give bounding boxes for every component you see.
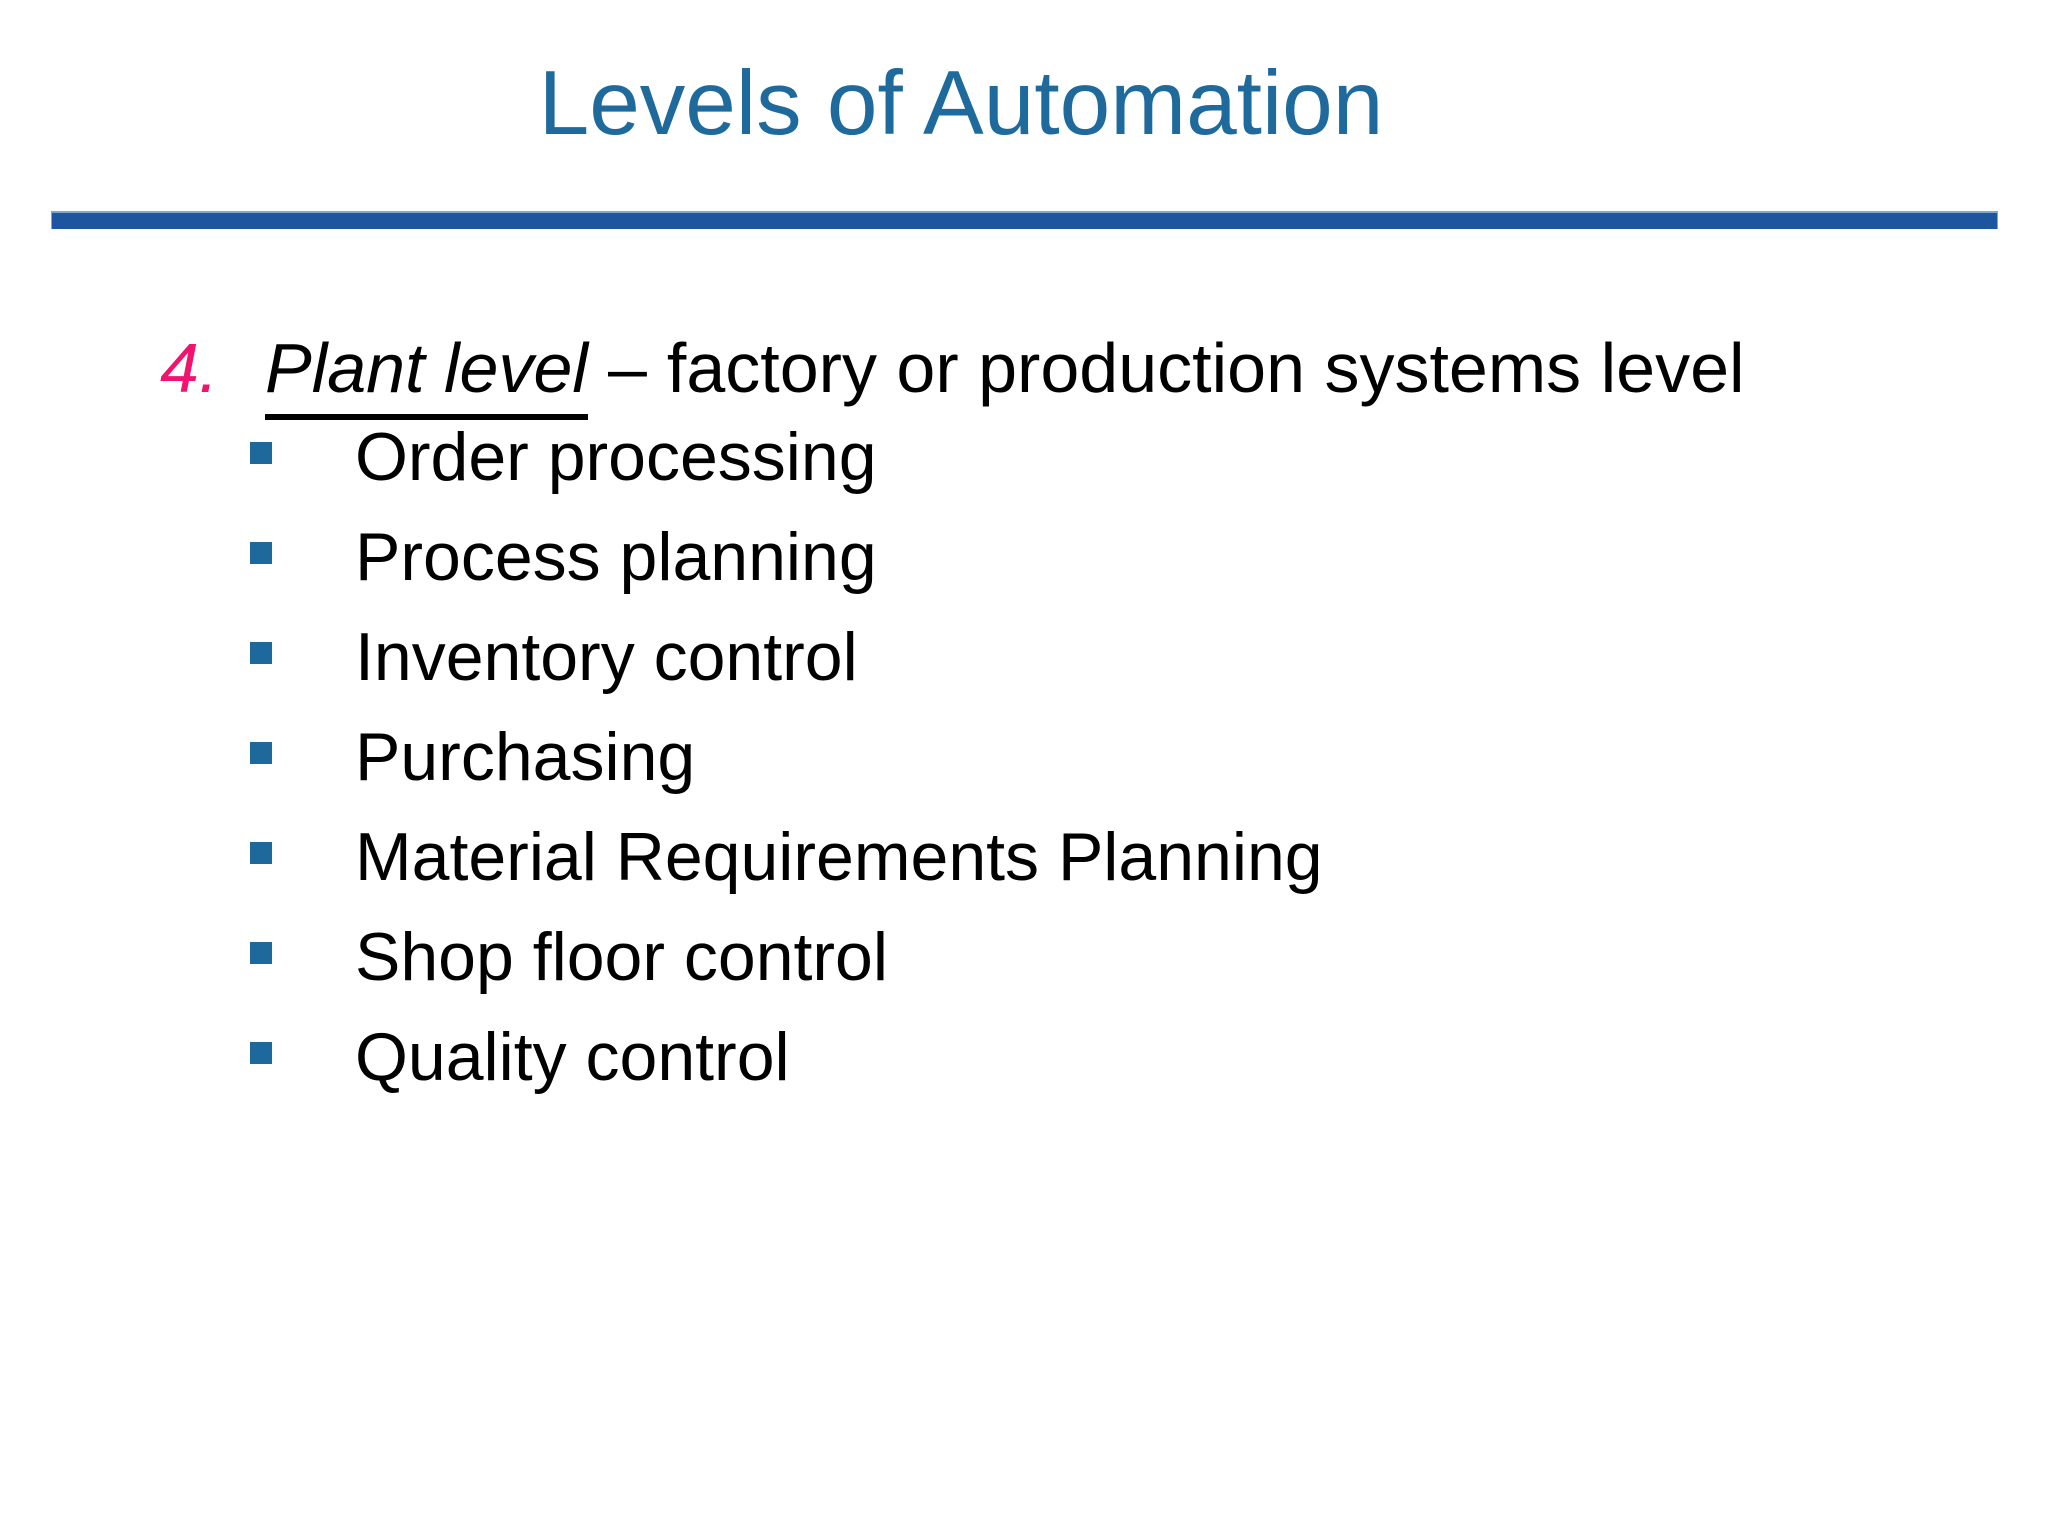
list-item: Order processing <box>250 407 1323 507</box>
bullet-text: Order processing <box>355 419 877 495</box>
bullet-square-icon <box>250 1042 272 1064</box>
bullet-text: Inventory control <box>355 619 858 695</box>
bullet-square-icon <box>250 742 272 764</box>
item-term: Plant level <box>265 329 588 420</box>
bullet-text: Material Requirements Planning <box>355 819 1323 895</box>
list-item: Shop floor control <box>250 907 1323 1007</box>
bullet-text: Quality control <box>355 1019 790 1095</box>
bullet-text: Shop floor control <box>355 919 888 995</box>
bullet-square-icon <box>250 442 272 464</box>
title-divider-bar <box>51 211 1998 229</box>
item-description: factory or production systems level <box>666 329 1745 407</box>
item-number: 4. <box>160 329 219 407</box>
item-text: Plant level–factory or production system… <box>265 326 1745 420</box>
bullet-list: Order processing Process planning Invent… <box>250 407 1323 1107</box>
list-item: Quality control <box>250 1007 1323 1107</box>
list-item: Inventory control <box>250 607 1323 707</box>
list-item: Material Requirements Planning <box>250 807 1323 907</box>
bullet-text: Purchasing <box>355 719 696 795</box>
numbered-item: 4. Plant level–factory or production sys… <box>160 326 1745 420</box>
bullet-square-icon <box>250 542 272 564</box>
item-dash: – <box>607 329 647 407</box>
list-item: Process planning <box>250 507 1323 607</box>
bullet-square-icon <box>250 842 272 864</box>
bullet-text: Process planning <box>355 519 877 595</box>
bullet-square-icon <box>250 942 272 964</box>
list-item: Purchasing <box>250 707 1323 807</box>
page-title: Levels of Automation <box>538 53 1384 154</box>
bullet-square-icon <box>250 642 272 664</box>
